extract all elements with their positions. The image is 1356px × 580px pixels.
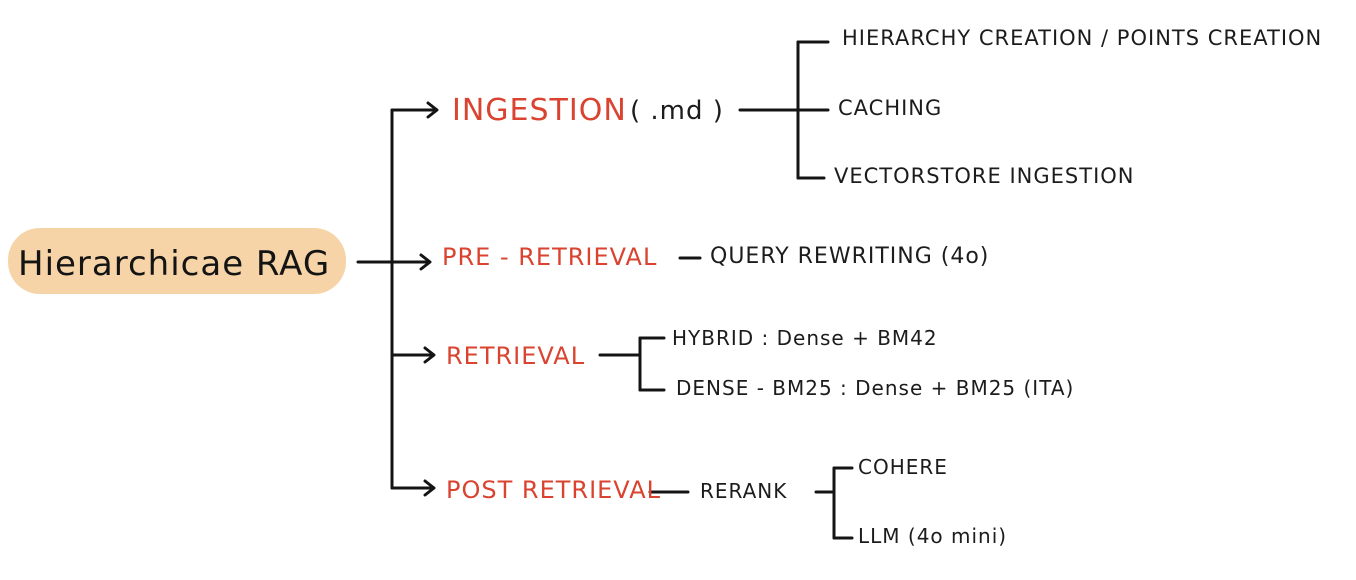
root-label: Hierarchicae RAG (18, 244, 331, 284)
post-retrieval-step: RERANK (700, 479, 788, 503)
stage-pre-retrieval-label: PRE - RETRIEVAL (442, 243, 658, 271)
arrowhead-post-retrieval (423, 479, 436, 497)
ingestion-child-1: HIERARCHY CREATION / POINTS CREATION (842, 26, 1323, 50)
arrowhead-pre-retrieval (419, 253, 432, 271)
arrowhead-ingestion (426, 101, 439, 119)
retrieval-child-1: HYBRID : Dense + BM42 (672, 326, 938, 350)
stage-post-retrieval-label: POST RETRIEVAL (446, 476, 661, 504)
rerank-child-2: LLM (4o mini) (858, 524, 1008, 548)
stage-ingestion-label: INGESTION (452, 93, 627, 128)
stage-retrieval-label: RETRIEVAL (446, 342, 586, 370)
stage-ingestion-suffix: ( .md ) (630, 96, 724, 126)
arrowhead-retrieval (423, 346, 436, 364)
ingestion-child-2: CACHING (838, 96, 943, 120)
pre-retrieval-child-1: QUERY REWRITING (4o) (710, 244, 990, 269)
ingestion-child-3: VECTORSTORE INGESTION (834, 164, 1135, 188)
retrieval-child-2: DENSE - BM25 : Dense + BM25 (ITA) (676, 376, 1075, 400)
rerank-child-1: COHERE (858, 455, 948, 479)
root-highlight (8, 228, 346, 294)
